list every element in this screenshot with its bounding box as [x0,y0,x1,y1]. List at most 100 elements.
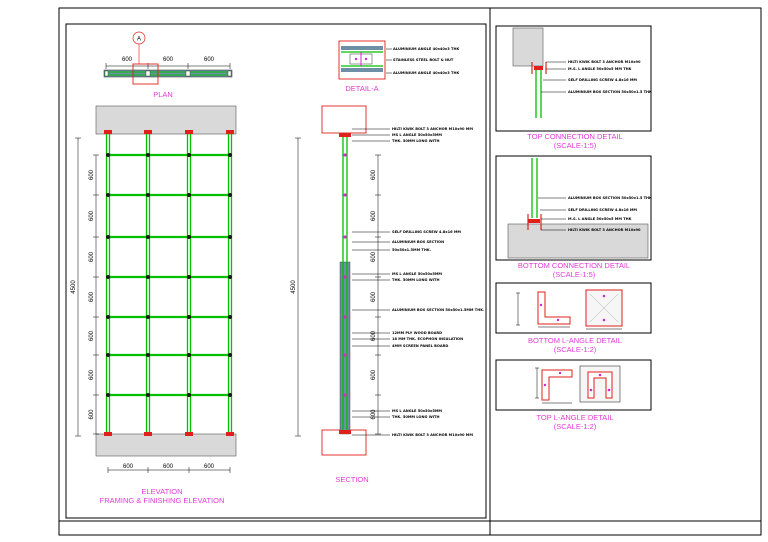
detail-a-view: ALUMINIUM ANGLE 40x40x3 THK STAINLESS ST… [338,40,459,93]
bottom-conn-note-4: HILTI KWIK BOLT 3 ANCHOR M10x90 [568,228,641,232]
top-conn-caption: TOP CONNECTION DETAIL [527,132,622,141]
elevation-row-dim-7: 600 [89,409,95,420]
section-row-dim-1: 600 [371,169,377,180]
connection-node [187,235,191,239]
top-conn-note-4: ALUMINIUM BOX SECTION 50x50x1.5 THK [568,90,652,94]
bottom-conn-scale: (SCALE-1:5) [553,270,596,279]
connection-node [106,275,110,279]
bottom-conn-caption: BOTTOM CONNECTION DETAIL [518,261,630,270]
detail-a-note-2: STAINLESS STEEL BOLT & NUT [393,58,454,62]
section-note-6: 50x50x1.5MM THK. [392,248,431,252]
connection-node [228,193,232,197]
top-connection-detail: HILTI KWIK BOLT 3 ANCHOR M10x90 M.S. L A… [495,25,652,150]
framing-grid [104,130,234,436]
section-node [343,353,347,357]
section-row-dim-3: 600 [371,251,377,262]
plan-dim-1: 600 [122,57,133,63]
bottom-conn-note-3: M.S. L ANGLE 50x50x5 MM THK [568,217,632,221]
connection-node [228,393,232,397]
connection-node [146,153,150,157]
section-bracket [339,133,351,137]
bottom-l-angle-detail: BOTTOM L-ANGLE DETAIL (SCALE-1:2) [495,282,652,354]
section-note-11: 18 MM THK. ECOPHON INSULATION [392,337,463,341]
section-note-12: 4MM SCREEN PANEL BOARD [392,344,448,348]
top-bracket [144,130,152,134]
elevation-row-dim-2: 600 [89,210,95,221]
plan-caption: PLAN [153,90,173,99]
elevation-row-dim-3: 600 [89,251,95,262]
section-row-dim-4: 600 [371,291,377,302]
section-note-2: MS L ANGLE 50x50x5MM [392,133,442,137]
section-note-4: SELF DRILLING SCREW 4.8x16 MM [392,230,461,234]
bottom-bracket [226,432,234,436]
top-l-scale: (SCALE-1:2) [554,422,597,431]
top-conn-note-3: SELF DRILLING SCREW 4.8x16 MM [568,78,637,82]
top-bracket [104,130,112,134]
bottom-bracket [104,432,112,436]
bottom-l-caption: BOTTOM L-ANGLE DETAIL [528,336,622,345]
connection-node [106,353,110,357]
connection-node [106,393,110,397]
section-note-7: MS L ANGLE 50x50x5MM [392,272,442,276]
section-node [343,275,347,279]
section-bracket [339,430,351,434]
callout-marker-a: A [137,37,141,43]
section-note-13: MS L ANGLE 50x50x5MM [392,409,442,413]
section-note-1: HILTI KWIK BOLT 3 ANCHOR M10x90 MM [392,127,473,131]
section-caption: SECTION [335,475,368,484]
elevation-row-dim-5: 600 [89,330,95,341]
elevation-row-dim-4: 600 [89,291,95,302]
connection-node [187,315,191,319]
plan-dim-2: 600 [163,57,174,63]
top-l-caption: TOP L-ANGLE DETAIL [536,413,613,422]
connection-node [146,315,150,319]
connection-node [228,153,232,157]
connection-node [228,235,232,239]
connection-node [228,315,232,319]
elevation-bottom-dim-1: 600 [123,464,134,470]
section-node [343,315,347,319]
connection-node [187,353,191,357]
detail-a-note-1: ALUMINIUM ANGLE 40x40x3 THK [393,47,459,51]
elevation-row-dim-6: 600 [89,369,95,380]
section-row-dim-5: 600 [371,330,377,341]
connection-node [187,193,191,197]
top-concrete-slab [95,105,237,135]
connection-node [106,193,110,197]
section-note-9: ALUMINIUM BOX SECTION 50x50x1.5MM THK. [392,308,484,312]
bottom-bracket [185,432,193,436]
elevation-height-dim: 4500 [71,280,77,294]
sheet-border [58,7,762,536]
section-row-dim-7: 600 [371,409,377,420]
bottom-concrete-slab [95,433,237,457]
top-bracket [185,130,193,134]
elevation-bottom-dim-3: 600 [204,464,215,470]
top-l-angle-detail: TOP L-ANGLE DETAIL (SCALE-1:2) [495,359,652,431]
connection-node [106,235,110,239]
bottom-bracket [144,432,152,436]
top-conn-note-1: HILTI KWIK BOLT 3 ANCHOR M10x90 [568,60,641,64]
plan-view: 600 600 600 A PLAN [103,31,233,99]
section-note-15: HILTI KWIK BOLT 3 ANCHOR M10x90 MM [392,433,473,437]
bottom-conn-note-2: SELF DRILLING SCREW 4.8x16 MM [568,208,637,212]
section-note-14: THK. 50MM LONG WITH [392,415,439,419]
connection-node [187,275,191,279]
section-row-dim-2: 600 [371,210,377,221]
connection-node [228,353,232,357]
connection-node [146,193,150,197]
connection-node [228,275,232,279]
section-node [343,153,347,157]
section-node [343,193,347,197]
bottom-connection-detail: ALUMINIUM BOX SECTION 50x50x1.5 THK SELF… [495,155,652,279]
elevation-row-dim-1: 600 [89,169,95,180]
top-conn-note-2: M.S. L ANGLE 50x50x5 MM THK [568,67,632,71]
connection-node [146,353,150,357]
plan-dim-3: 600 [204,57,215,63]
elevation-caption: ELEVATION [142,487,183,496]
top-bracket [226,130,234,134]
elevation-bottom-dim-2: 600 [163,464,174,470]
detail-a-note-3: ALUMINIUM ANGLE 40x40x3 THK [393,71,459,75]
elevation-subcaption: FRAMING & FINISHING ELEVATION [100,496,225,505]
